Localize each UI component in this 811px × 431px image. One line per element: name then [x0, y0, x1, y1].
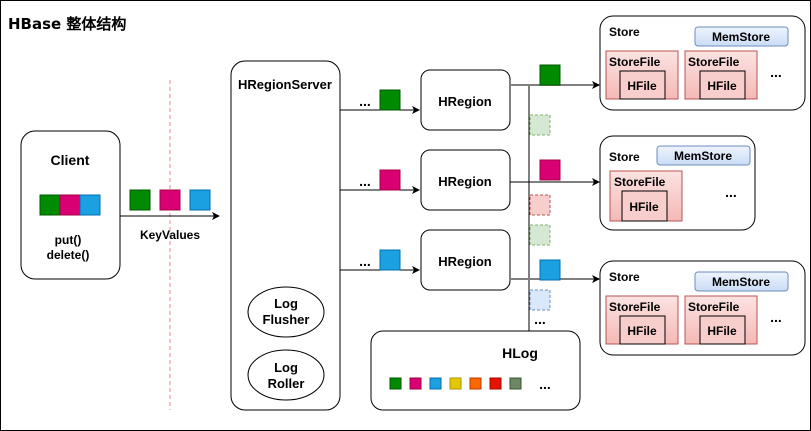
hlog-entry-block — [509, 377, 522, 390]
region-input-block — [379, 249, 401, 271]
diagram-title: HBase 整体结构 — [8, 15, 126, 33]
hregion-label: HRegion — [438, 174, 492, 189]
hfile-label: HFile — [629, 200, 659, 214]
storefile-label: StoreFile — [688, 55, 740, 69]
client-keyvalue-block — [39, 194, 61, 216]
storefile: StoreFile HFile — [605, 295, 679, 345]
store-box: Store MemStore StoreFile HFile ... — [599, 135, 756, 231]
hfile — [621, 190, 668, 222]
storefile: StoreFile HFile — [684, 50, 758, 100]
memstore — [694, 271, 789, 292]
log-flusher-line1: Log — [274, 296, 298, 311]
client-box: Client put() delete() — [20, 130, 121, 280]
storefile-ellipsis: ... — [770, 309, 782, 325]
client-keyvalue-block — [59, 194, 81, 216]
hfile — [619, 315, 666, 345]
hfile — [619, 70, 666, 100]
hfile-label: HFile — [627, 324, 657, 338]
region-write-block — [539, 64, 561, 86]
log-roller-line1: Log — [274, 360, 298, 375]
store-label: Store — [609, 150, 640, 164]
hfile-label: HFile — [707, 324, 737, 338]
pending-ellipsis: ... — [534, 311, 546, 327]
keyvalue-block — [189, 189, 211, 211]
hregion-label: HRegion — [438, 254, 492, 269]
store-label: Store — [609, 25, 640, 39]
hlog-ellipsis: ... — [539, 376, 551, 392]
storefile-label: StoreFile — [614, 175, 666, 189]
hregion-box: HRegion — [420, 69, 511, 131]
keyvalue-block — [129, 189, 151, 211]
client-label: Client — [51, 152, 90, 168]
hregion-label: HRegion — [438, 94, 492, 109]
pending-log-block — [529, 114, 551, 136]
hlog-entries — [389, 377, 522, 390]
keyvalue-block — [159, 189, 181, 211]
storefile-label: StoreFile — [609, 300, 661, 314]
hlog-entry-block — [449, 377, 462, 390]
hlog-box: HLog ... — [370, 330, 581, 411]
storefile: StoreFile HFile — [684, 295, 758, 345]
pending-log-block — [529, 224, 551, 246]
pending-log-block — [529, 194, 551, 216]
client-method-put: put() — [55, 233, 82, 247]
client-method-delete: delete() — [47, 248, 90, 262]
hlog-entry-block — [489, 377, 502, 390]
hlog-entry-block — [409, 377, 422, 390]
hregionserver-box: HRegionServer Log Flusher Log Roller — [230, 60, 341, 411]
storefile-label: StoreFile — [688, 300, 740, 314]
region-ellipsis: ... — [359, 173, 371, 189]
hlog-entry-block — [429, 377, 442, 390]
store-box: Store MemStore StoreFile HFile StoreFile… — [599, 260, 806, 356]
storefile-ellipsis: ... — [725, 184, 737, 200]
region-ellipsis: ... — [359, 253, 371, 269]
storefile-label: StoreFile — [609, 55, 661, 69]
log-roller: Log Roller — [247, 349, 325, 401]
memstore — [694, 26, 789, 47]
pending-log-block — [529, 289, 551, 311]
server-region-links: ... ... ... — [340, 89, 420, 274]
hfile — [699, 70, 746, 100]
storefile: StoreFile HFile — [605, 50, 679, 100]
log-roller-line2: Roller — [268, 376, 305, 391]
keyvalues-label: KeyValues — [140, 228, 200, 242]
store-box: Store MemStore StoreFile HFile StoreFile… — [599, 15, 806, 111]
log-flusher-line2: Flusher — [263, 312, 310, 327]
memstore-label: MemStore — [712, 275, 770, 289]
hlog-entry-block — [469, 377, 482, 390]
hlog-entry-block — [389, 377, 402, 390]
log-flusher: Log Flusher — [247, 286, 325, 338]
memstore-label: MemStore — [674, 149, 732, 163]
memstore — [656, 145, 751, 166]
region-write-block — [539, 159, 561, 181]
hregion-box: HRegion — [420, 149, 511, 211]
storefile-ellipsis: ... — [770, 64, 782, 80]
region-ellipsis: ... — [359, 93, 371, 109]
hregionserver-label: HRegionServer — [238, 77, 332, 92]
hfile-label: HFile — [627, 79, 657, 93]
store-label: Store — [609, 270, 640, 284]
client-keyvalue-block — [79, 194, 101, 216]
region-store-links — [510, 64, 600, 283]
hregion-box: HRegion — [420, 229, 511, 291]
region-input-block — [379, 169, 401, 191]
hlog-label: HLog — [502, 345, 538, 361]
storefile: StoreFile HFile — [609, 170, 683, 222]
region-write-block — [539, 259, 561, 281]
region-input-block — [379, 89, 401, 111]
memstore-label: MemStore — [712, 30, 770, 44]
hfile-label: HFile — [707, 79, 737, 93]
hfile — [699, 315, 746, 345]
